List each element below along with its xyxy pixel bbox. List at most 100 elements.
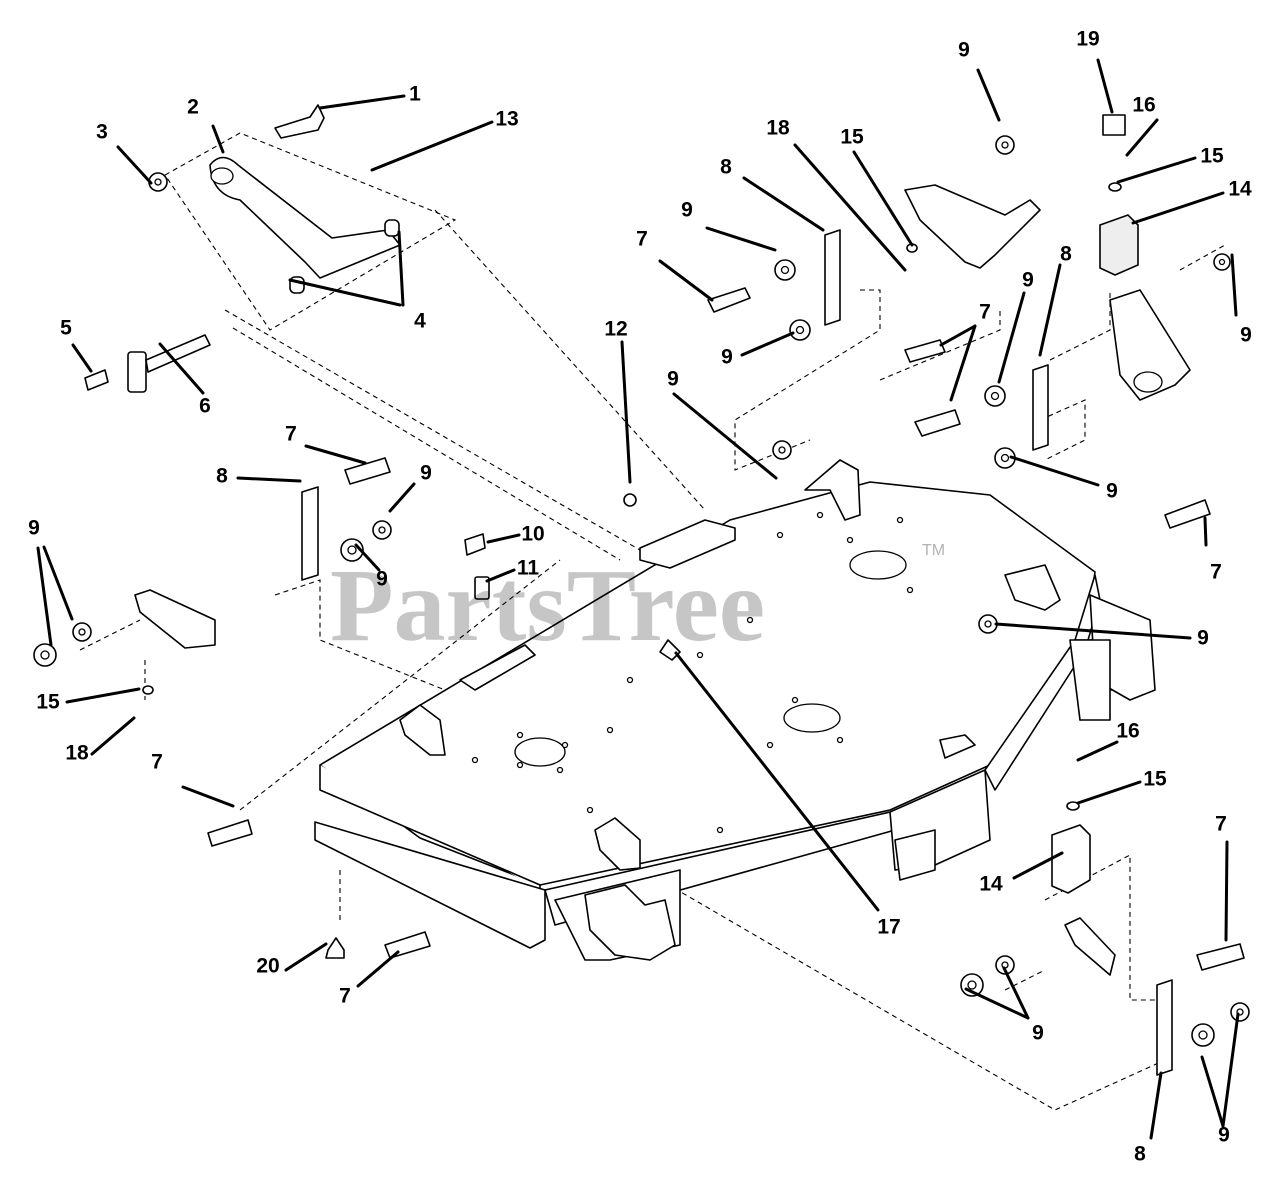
watermark-text: PartsTree [330,548,765,663]
leader-line [1076,740,1119,762]
leader-line [304,444,367,465]
callout-15: 15 [840,126,864,149]
callout-8: 8 [1060,243,1072,266]
callout-15: 15 [1200,145,1224,168]
bolts [84,104,1245,971]
callout-7: 7 [1215,813,1227,836]
leader-line [354,543,381,572]
leader-line [1131,191,1225,225]
callout-20: 20 [256,955,279,978]
mower-deck-housing [314,481,1151,961]
leader-line [1200,1055,1225,1128]
callout-2: 2 [187,96,199,119]
callout-9: 9 [1218,1124,1230,1147]
callout-13: 13 [495,108,518,131]
callout-6: 6 [199,395,211,418]
leader-line [939,324,977,347]
callout-17: 17 [877,916,900,939]
callout-1: 1 [409,83,421,106]
lift-brackets [127,114,1191,976]
leader-line [211,124,225,154]
callout-9: 9 [1032,1022,1044,1045]
callout-9: 9 [958,39,970,62]
deck-holes [471,511,914,834]
chains [301,229,1173,1076]
callout-3: 3 [96,121,108,144]
leader-line [742,176,825,232]
callout-18: 18 [766,117,790,140]
callout-9: 9 [721,346,733,369]
callout-8: 8 [216,465,228,488]
callout-7: 7 [339,985,351,1008]
callout-9: 9 [1197,627,1209,650]
callout-4: 4 [414,310,426,333]
leader-line [1221,1012,1240,1128]
leader-line [1203,516,1208,547]
leader-line [90,716,136,756]
nuts-and-washers [33,135,1250,1047]
leader-line [284,942,328,972]
pivot-arm [209,156,401,294]
leader-line [1096,58,1114,114]
leader-line [181,785,235,808]
callout-9: 9 [376,568,388,591]
leader-line [1076,780,1142,805]
leader-line [1002,966,1030,1020]
leader-line [397,230,405,307]
callout-5: 5 [60,317,72,340]
leader-line [1149,1071,1163,1140]
leader-line [1224,840,1229,942]
callout-9: 9 [1240,324,1252,347]
leader-line [620,340,632,484]
leader-line [1230,253,1238,317]
callout-9: 9 [1106,480,1118,503]
callout-7: 7 [636,228,648,251]
callout-15: 15 [36,691,60,714]
callout-15: 15 [1143,768,1167,791]
callout-leader-lines [36,58,1240,1140]
watermark-trademark: TM [922,542,945,559]
callout-14: 14 [979,873,1003,896]
callout-7: 7 [151,751,163,774]
callout-12: 12 [604,318,627,341]
leader-line [674,651,880,912]
leader-line [388,482,416,513]
callout-19: 19 [1076,28,1099,51]
leader-line [116,145,153,185]
leader-line [1038,263,1062,357]
callout-8: 8 [1134,1143,1146,1166]
leader-line [288,278,402,307]
leader-line [1116,156,1197,184]
leader-line [356,950,400,988]
callout-10: 10 [521,523,544,546]
deck-brackets [399,459,1156,961]
leader-line [994,622,1192,640]
callout-7: 7 [979,301,991,324]
leader-line [1125,118,1159,157]
callout-11: 11 [517,557,540,580]
callout-7: 7 [285,423,297,446]
callout-14: 14 [1228,178,1252,201]
leader-line [740,331,795,357]
leader-line [976,68,1001,122]
callout-9: 9 [681,199,693,222]
leader-line [997,291,1026,384]
leader-line [158,342,205,395]
leader-line [370,120,494,172]
leader-line [71,343,93,373]
leader-line [486,533,521,544]
callout-16: 16 [1132,94,1155,117]
leader-line [485,568,516,583]
callout-8: 8 [720,156,732,179]
leader-line [672,392,778,480]
leader-line [36,546,53,647]
callout-9: 9 [28,517,40,540]
callout-18: 18 [65,742,89,765]
leader-line [1012,851,1064,880]
leader-line [964,987,1030,1020]
callout-7: 7 [1210,561,1222,584]
leader-line [1009,455,1100,487]
leader-line [658,259,714,302]
